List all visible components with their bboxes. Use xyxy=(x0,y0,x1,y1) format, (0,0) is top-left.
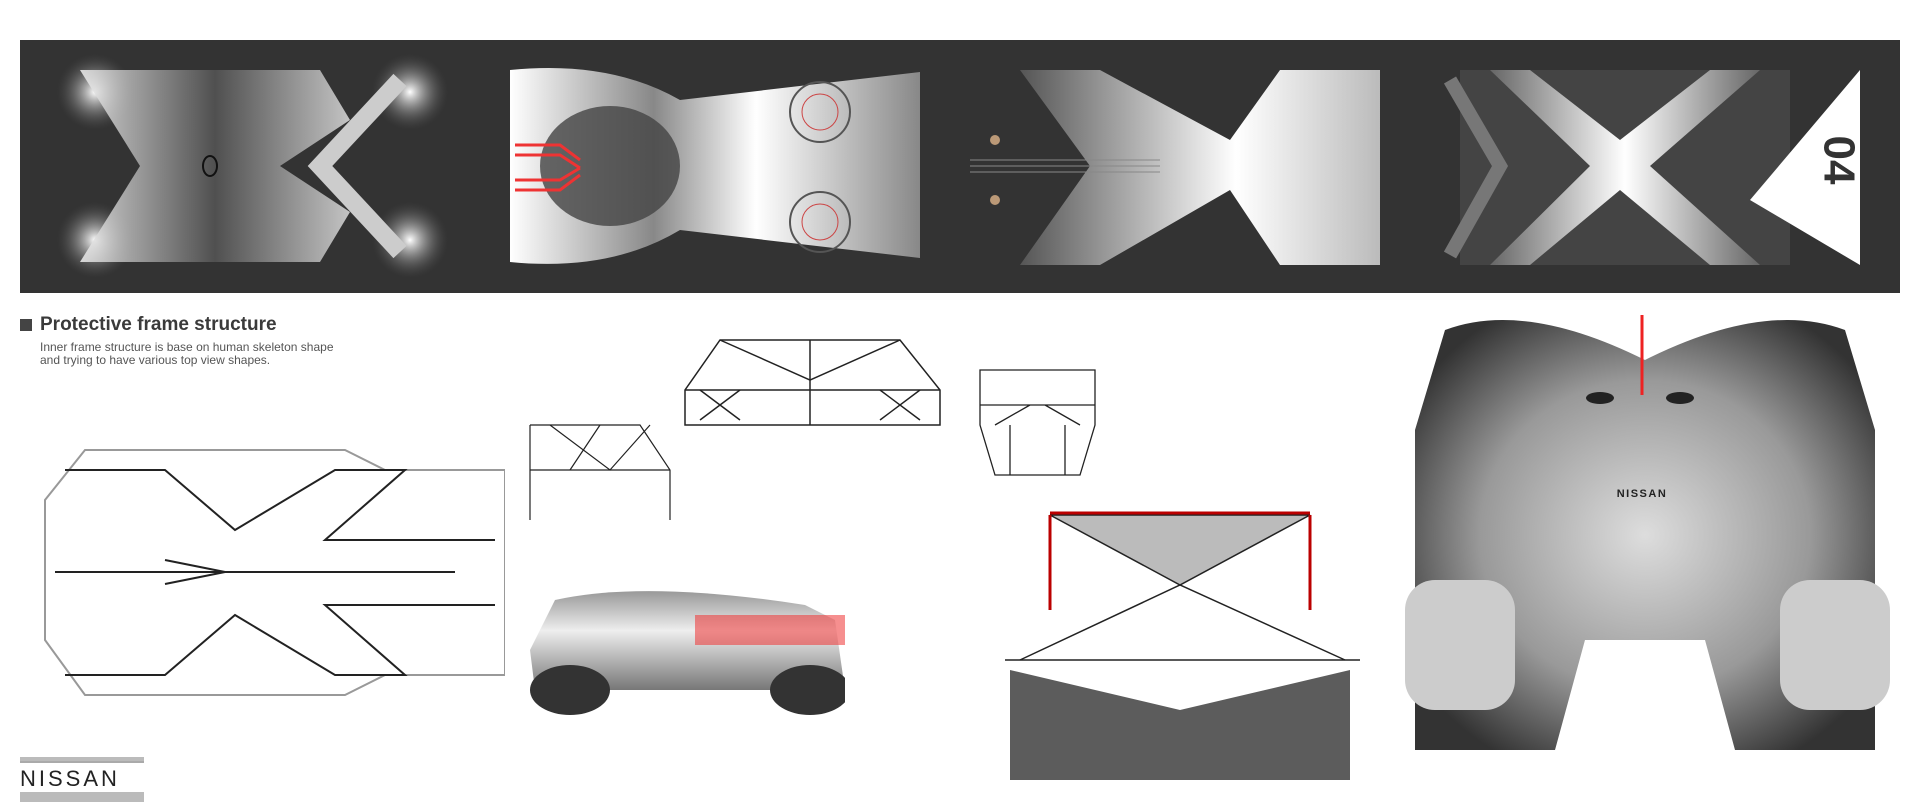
nissan-logo: NISSAN xyxy=(20,757,144,802)
frame-x-sketch xyxy=(1005,511,1360,780)
render-image xyxy=(1443,70,1860,265)
frame-perspective-sketch xyxy=(529,424,671,520)
panel-number: 04 xyxy=(1814,135,1864,185)
car-badge: NISSAN xyxy=(1617,488,1668,500)
render-top-view-2 xyxy=(490,40,960,293)
render-image xyxy=(970,70,1380,265)
top-view-render-strip: 04 xyxy=(20,40,1900,293)
logo-text: NISSAN xyxy=(20,761,144,792)
render-top-view-4: 04 xyxy=(1430,40,1900,293)
section-heading: Protective frame structure xyxy=(20,314,277,336)
frame-front-sketch xyxy=(684,339,941,426)
render-image xyxy=(57,54,448,278)
render-image xyxy=(510,68,920,264)
frame-top-view-sketch xyxy=(44,449,505,696)
section-title: Protective frame structure xyxy=(40,314,277,335)
car-top-render: NISSAN xyxy=(1405,315,1890,750)
frame-rear-sketch xyxy=(979,369,1096,476)
square-bullet-icon xyxy=(20,319,32,331)
section-description: Inner frame structure is base on human s… xyxy=(40,340,334,367)
car-side-render xyxy=(530,591,845,715)
render-top-view-1 xyxy=(20,40,490,293)
red-light-bar xyxy=(695,615,845,645)
render-top-view-3 xyxy=(960,40,1430,293)
